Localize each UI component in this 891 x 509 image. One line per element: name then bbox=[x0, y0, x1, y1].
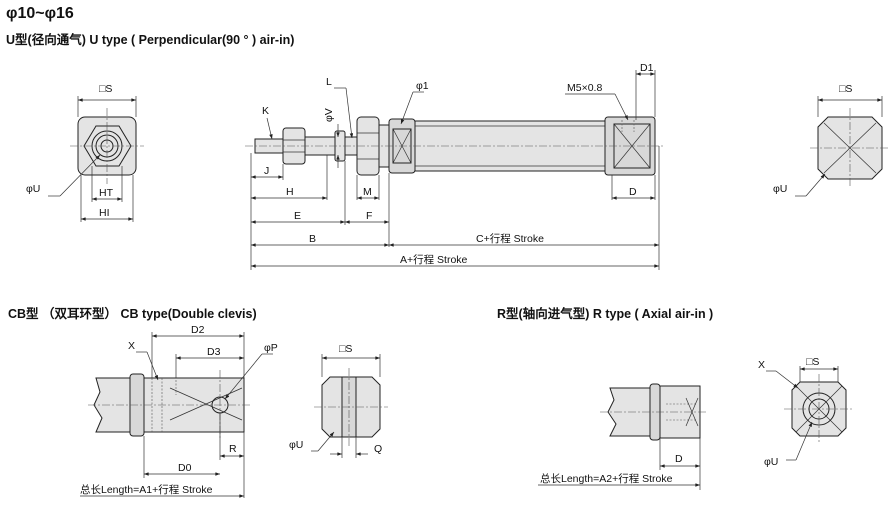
r-side-view: D 总长Length=A2+行程 Stroke bbox=[538, 383, 708, 490]
r-end-view: □S X φU bbox=[758, 356, 854, 468]
u-a-stroke-label: A+行程 Stroke bbox=[400, 253, 468, 266]
cb-side-view: X D2 D3 φP R D0 总长Length=A1+行程 Stroke bbox=[80, 324, 278, 498]
u-d1-label: D1 bbox=[640, 62, 654, 74]
u-m-label: M bbox=[363, 186, 372, 198]
r-phi-u-label: φU bbox=[764, 456, 778, 468]
u-m5-label: M5×0.8 bbox=[567, 82, 602, 94]
r-type-title: R型(轴向进气型) R type ( Axial air-in ) bbox=[497, 307, 714, 321]
u-right-s-label: □S bbox=[839, 83, 852, 95]
u-e-label: E bbox=[294, 210, 301, 222]
u-phi-1-label: φ1 bbox=[416, 80, 429, 92]
cb-end-view: □S φU Q bbox=[289, 343, 388, 458]
cb-d3-label: D3 bbox=[207, 346, 221, 358]
cb-s-label: □S bbox=[339, 343, 352, 355]
r-s-label: □S bbox=[806, 356, 819, 368]
u-type-title: U型(径向通气) U type ( Perpendicular(90 ° ) a… bbox=[6, 33, 295, 47]
cb-phi-u-label: φU bbox=[289, 439, 303, 451]
u-phi-v-label: φV bbox=[323, 108, 335, 122]
u-hi-label: HI bbox=[99, 207, 110, 219]
u-c-stroke-label: C+行程 Stroke bbox=[476, 232, 544, 245]
cb-d2-label: D2 bbox=[191, 324, 205, 336]
u-j-label: J bbox=[264, 165, 269, 177]
cb-total-length-label: 总长Length=A1+行程 Stroke bbox=[80, 483, 213, 496]
cb-phi-p-label: φP bbox=[264, 342, 278, 354]
cb-d0-label: D0 bbox=[178, 462, 192, 474]
cb-r-label: R bbox=[229, 443, 237, 455]
r-total-length-label: 总长Length=A2+行程 Stroke bbox=[540, 472, 673, 485]
r-d-label: D bbox=[675, 453, 683, 465]
u-l-label: L bbox=[326, 76, 332, 88]
u-h-label: H bbox=[286, 186, 294, 198]
u-b-label: B bbox=[309, 233, 316, 245]
u-ht-label: HT bbox=[99, 187, 114, 199]
cb-x-label: X bbox=[128, 340, 135, 352]
u-k-label: K bbox=[262, 105, 269, 117]
cb-q-label: Q bbox=[374, 443, 382, 455]
cb-type-title: CB型 （双耳环型） CB type(Double clevis) bbox=[8, 307, 257, 321]
u-right-end-view: □S φU bbox=[773, 83, 888, 197]
u-left-end-view: □S φU HT HI bbox=[26, 83, 144, 222]
r-x-label: X bbox=[758, 359, 765, 371]
u-f-label: F bbox=[366, 210, 372, 222]
u-d-label: D bbox=[629, 186, 637, 198]
u-right-phi-u-label: φU bbox=[773, 183, 787, 195]
u-left-s-label: □S bbox=[99, 83, 112, 95]
page-title: φ10~φ16 bbox=[6, 5, 74, 22]
u-side-view: K L φV φ1 M5×0.8 D1 J bbox=[245, 62, 665, 270]
u-left-phi-u-label: φU bbox=[26, 183, 40, 195]
